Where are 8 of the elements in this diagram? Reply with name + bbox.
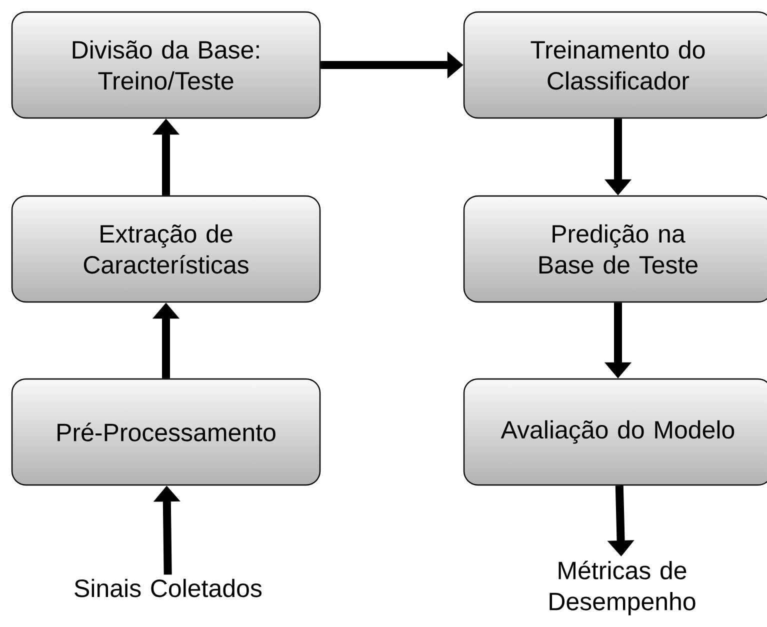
process-box: Predição na Base de Teste xyxy=(463,195,767,303)
process-box: Extração de Características xyxy=(11,195,321,303)
process-box: Treinamento do Classificador xyxy=(463,11,767,119)
process-box: Divisão da Base: Treino/Teste xyxy=(11,11,321,119)
process-box: Pré-Processamento xyxy=(11,378,321,486)
process-box: Avaliação do Modelo xyxy=(463,378,767,486)
text-label: Métricas de Desempenho xyxy=(550,560,696,616)
text-label: Sinais Coletados xyxy=(74,578,262,598)
